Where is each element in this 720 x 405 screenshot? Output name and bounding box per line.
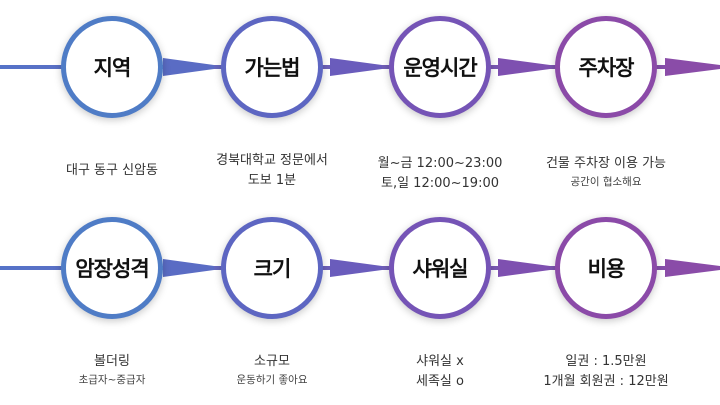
hours-desc: 월~금 12:00~23:00 토,일 12:00~19:00 [350,154,530,194]
parking-desc-line2: 공간이 협소해요 [570,176,642,188]
directions-desc-line1: 경북대학교 정문에서 [216,153,328,168]
shower-title: 샤워실 [412,257,469,281]
shower-desc-line1: 샤워실 x [416,354,464,369]
parking-circle: 주차장 [555,16,657,118]
row1-arrow-2 [330,58,382,76]
shower-circle: 샤워실 [389,217,491,319]
row2-arrow-3 [498,259,550,277]
cost-title: 비용 [587,257,626,281]
row1-arrow-3 [498,58,550,76]
cost-circle: 비용 [555,217,657,319]
directions-desc-line2: 도보 1분 [247,173,297,188]
cost-desc-line1: 일권 : 1.5만원 [565,354,647,369]
region-desc-line1: 대구 동구 신암동 [66,163,158,178]
region-circle: 지역 [61,16,163,118]
shower-desc-line2: 세족실 o [416,374,464,389]
gym-type-desc-line1: 볼더링 [94,354,130,369]
cost-desc-line2: 1개월 회원권 : 12만원 [543,374,669,389]
size-title: 크기 [253,257,292,281]
size-desc: 소규모 운동하기 좋아요 [182,352,362,389]
region-desc: 대구 동구 신암동 [22,161,202,181]
row2-arrow-2 [330,259,382,277]
parking-desc-line1: 건물 주차장 이용 가능 [545,156,667,171]
directions-title: 가는법 [244,56,301,80]
gym-type-title: 암장성격 [75,257,149,281]
directions-desc: 경북대학교 정문에서 도보 1분 [182,151,362,191]
row1-arrow-1 [163,58,214,76]
size-desc-line2: 운동하기 좋아요 [236,374,308,386]
cost-desc: 일권 : 1.5만원 1개월 회원권 : 12만원 [516,352,696,392]
row2-arrow-4 [665,259,720,277]
parking-title: 주차장 [578,56,635,80]
row2-arrow-1 [163,259,214,277]
hours-desc-line1: 월~금 12:00~23:00 [377,156,503,171]
directions-circle: 가는법 [221,16,323,118]
hours-title: 운영시간 [403,56,477,80]
size-circle: 크기 [221,217,323,319]
gym-type-desc: 볼더링 초급자~중급자 [22,352,202,389]
gym-type-desc-line2: 초급자~중급자 [78,374,146,386]
parking-desc: 건물 주차장 이용 가능 공간이 협소해요 [516,154,696,191]
hours-desc-line2: 토,일 12:00~19:00 [380,176,499,191]
row1-arrow-4 [665,58,720,76]
hours-circle: 운영시간 [389,16,491,118]
region-title: 지역 [93,56,132,80]
shower-desc: 샤워실 x 세족실 o [350,352,530,392]
gym-type-circle: 암장성격 [61,217,163,319]
size-desc-line1: 소규모 [254,354,290,369]
